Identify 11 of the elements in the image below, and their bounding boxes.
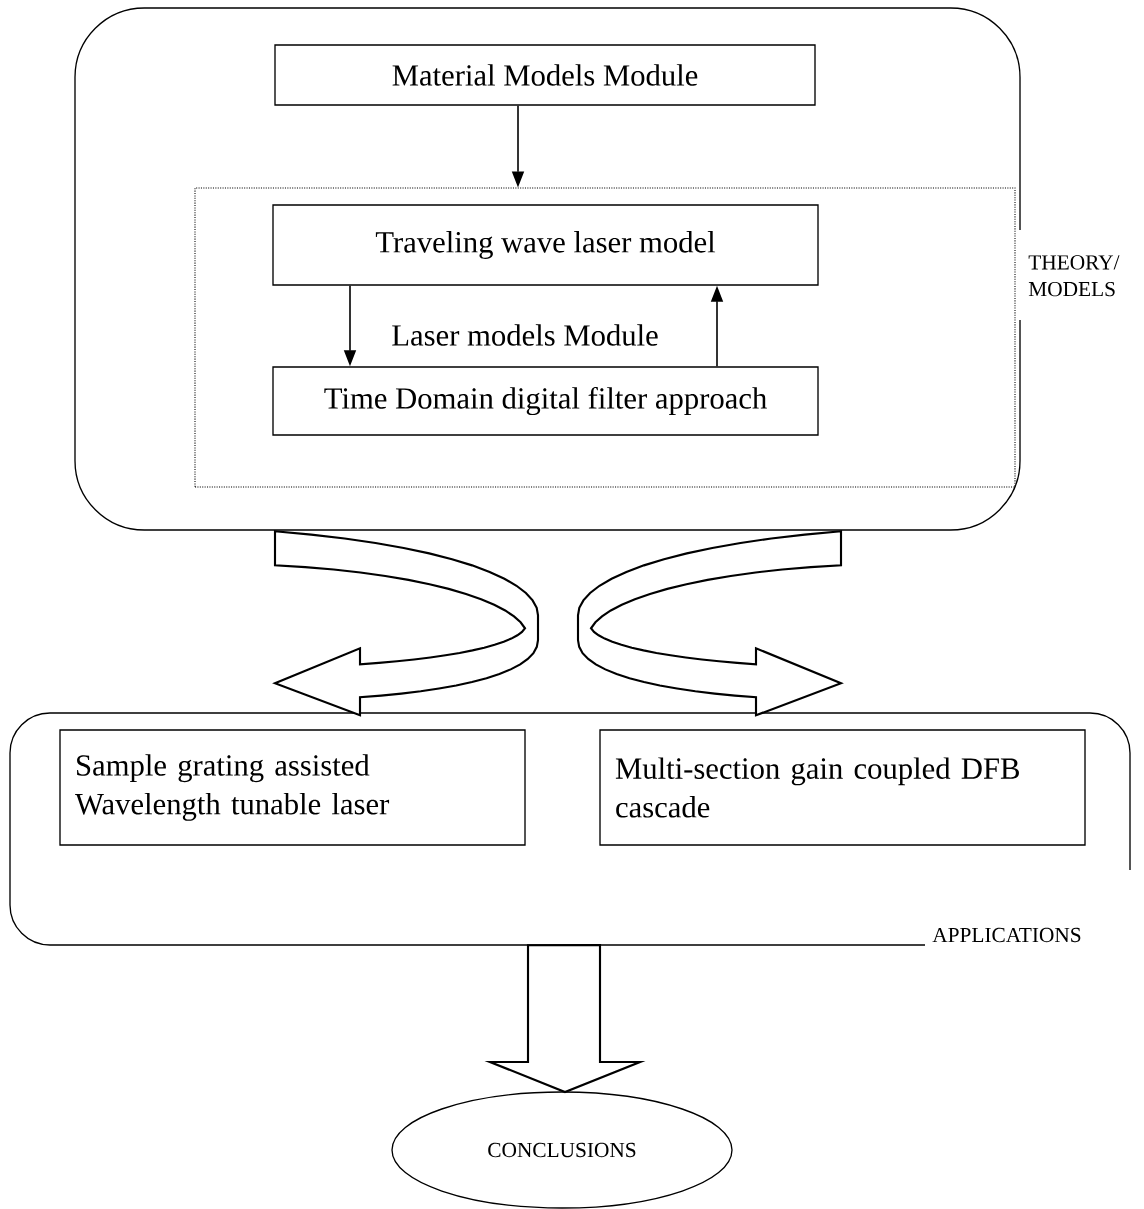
ribbon-arrow — [272, 530, 540, 717]
frame-label: Laser models Module — [392, 324, 658, 346]
process-box: Time Domain digital filter approach — [272, 366, 819, 436]
process-box: Traveling wave laser model — [272, 204, 819, 286]
ribbon-arrow — [576, 530, 844, 717]
process-box: Material Models Module — [274, 44, 816, 106]
block-arrow — [484, 943, 646, 1094]
panel-heading: THEORY/ MODELS — [1028, 255, 1120, 297]
process-box: Sample grating assisted Wavelength tunable laser — [59, 729, 526, 846]
process-box: Multi-section gain coupled DFB cascade — [599, 729, 1086, 846]
panel-heading: APPLICATIONS — [932, 927, 1081, 943]
